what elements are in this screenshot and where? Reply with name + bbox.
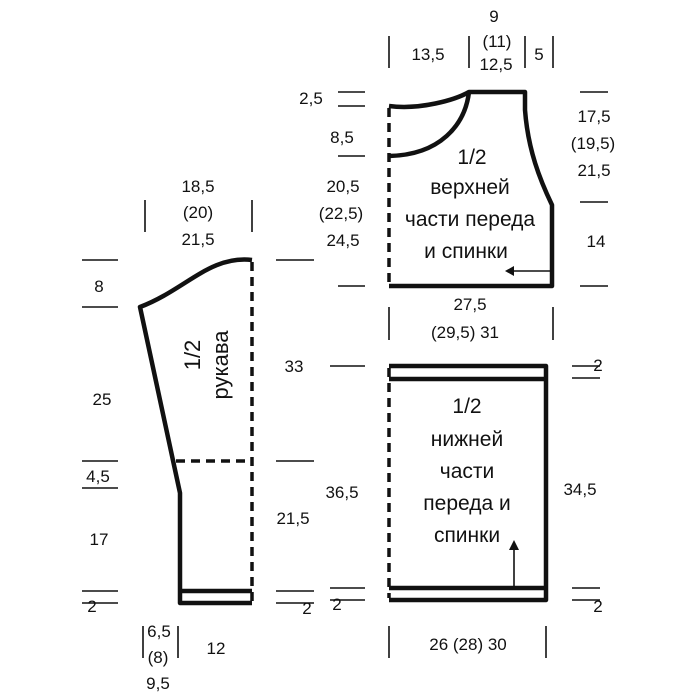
lower-h-main-left: 36,5 xyxy=(325,483,358,502)
upper-piece: 1/2 верхней части переда и спинки xyxy=(387,89,555,289)
sleeve-h-upper: 25 xyxy=(93,390,112,409)
upper-h-rest-2: (22,5) xyxy=(319,204,363,223)
sleeve-top-width-2: (20) xyxy=(183,203,213,222)
sleeve-dimensions: 18,5 (20) 21,5 8 25 4,5 17 2 33 21,5 2 6… xyxy=(82,177,314,693)
upper-label-line-3: части переда xyxy=(405,208,536,231)
upper-bottom-width-dimensions: 27,5 (29,5) 31 xyxy=(388,295,554,342)
lower-label-line-2: нижней xyxy=(431,428,503,451)
lower-rib-top: 2 xyxy=(593,356,602,375)
lower-h-top-left: 33 xyxy=(285,357,304,376)
sleeve-right-h-lower: 21,5 xyxy=(276,509,309,528)
lower-h-main-right: 34,5 xyxy=(563,480,596,499)
sleeve-top-width-3: 21,5 xyxy=(181,230,214,249)
upper-h-neck-back: 2,5 xyxy=(299,89,323,108)
upper-top-dimensions: 13,5 9 (11) 12,5 5 xyxy=(388,7,554,74)
upper-width-top-1: 9 xyxy=(489,7,498,26)
upper-h-neck-front: 8,5 xyxy=(330,128,354,147)
sleeve-outline xyxy=(137,257,253,606)
lower-label-line-5: спинки xyxy=(434,524,500,547)
upper-label-line-1: 1/2 xyxy=(457,146,486,169)
lower-label-line-3: части xyxy=(440,460,494,483)
sleeve-h-lower: 17 xyxy=(90,530,109,549)
upper-arrow-head xyxy=(505,266,514,276)
sleeve-top-width-1: 18,5 xyxy=(181,177,214,196)
lower-dimensions: 36,5 2 2 34,5 2 26 (28) 30 xyxy=(325,356,603,658)
sleeve-h-mid: 4,5 xyxy=(86,467,110,486)
upper-width-neck: 13,5 xyxy=(411,45,444,64)
sleeve-label-line-1: 1/2 xyxy=(180,340,205,371)
lower-bottom-width: 26 (28) 30 xyxy=(429,635,507,654)
upper-h-rest-3: 24,5 xyxy=(326,231,359,250)
sleeve-cuff-right: 12 xyxy=(207,639,226,658)
upper-label-line-2: верхней xyxy=(430,176,510,199)
sleeve-rib-right: 2 xyxy=(302,599,311,618)
upper-width-top-3: 12,5 xyxy=(479,55,512,74)
lower-rib-bottom-left: 2 xyxy=(332,595,341,614)
upper-h-rest-1: 20,5 xyxy=(326,177,359,196)
lower-piece: 1/2 нижней части переда и спинки xyxy=(387,363,549,603)
upper-right-dimensions: 17,5 (19,5) 21,5 14 xyxy=(571,91,615,287)
sleeve-rib-left: 2 xyxy=(87,597,96,616)
upper-h-armhole-1: 17,5 xyxy=(577,107,610,126)
upper-bottom-width-1: 27,5 xyxy=(453,295,486,314)
upper-left-dimensions: 2,5 8,5 20,5 (22,5) 24,5 xyxy=(299,89,365,287)
lower-arrow-head xyxy=(509,540,519,550)
sleeve-cuff-1: 6,5 xyxy=(147,622,171,641)
lower-piece-outline xyxy=(389,363,549,603)
upper-bottom-width-2: (29,5) 31 xyxy=(431,323,499,342)
upper-width-shoulder: 5 xyxy=(534,45,543,64)
upper-h-armhole-3: 21,5 xyxy=(577,161,610,180)
lower-rib-bottom-right: 2 xyxy=(593,597,602,616)
sleeve-cuff-2: (8) xyxy=(148,648,169,667)
lower-label-line-1: 1/2 xyxy=(452,395,481,418)
sleeve-label-line-2: рукава xyxy=(208,330,233,400)
lower-label-line-4: переда и xyxy=(423,492,510,515)
upper-piece-outline xyxy=(388,89,555,289)
upper-neckline-front xyxy=(388,91,472,159)
sleeve-cuff-3: 9,5 xyxy=(146,674,170,693)
upper-width-top-2: (11) xyxy=(483,32,512,51)
sleeve-h-cap: 8 xyxy=(94,277,103,296)
upper-label-line-4: и спинки xyxy=(424,240,508,263)
sleeve-piece: 1/2 рукава xyxy=(137,257,254,606)
upper-h-armhole-2: (19,5) xyxy=(571,134,615,153)
upper-h-side: 14 xyxy=(587,232,606,251)
